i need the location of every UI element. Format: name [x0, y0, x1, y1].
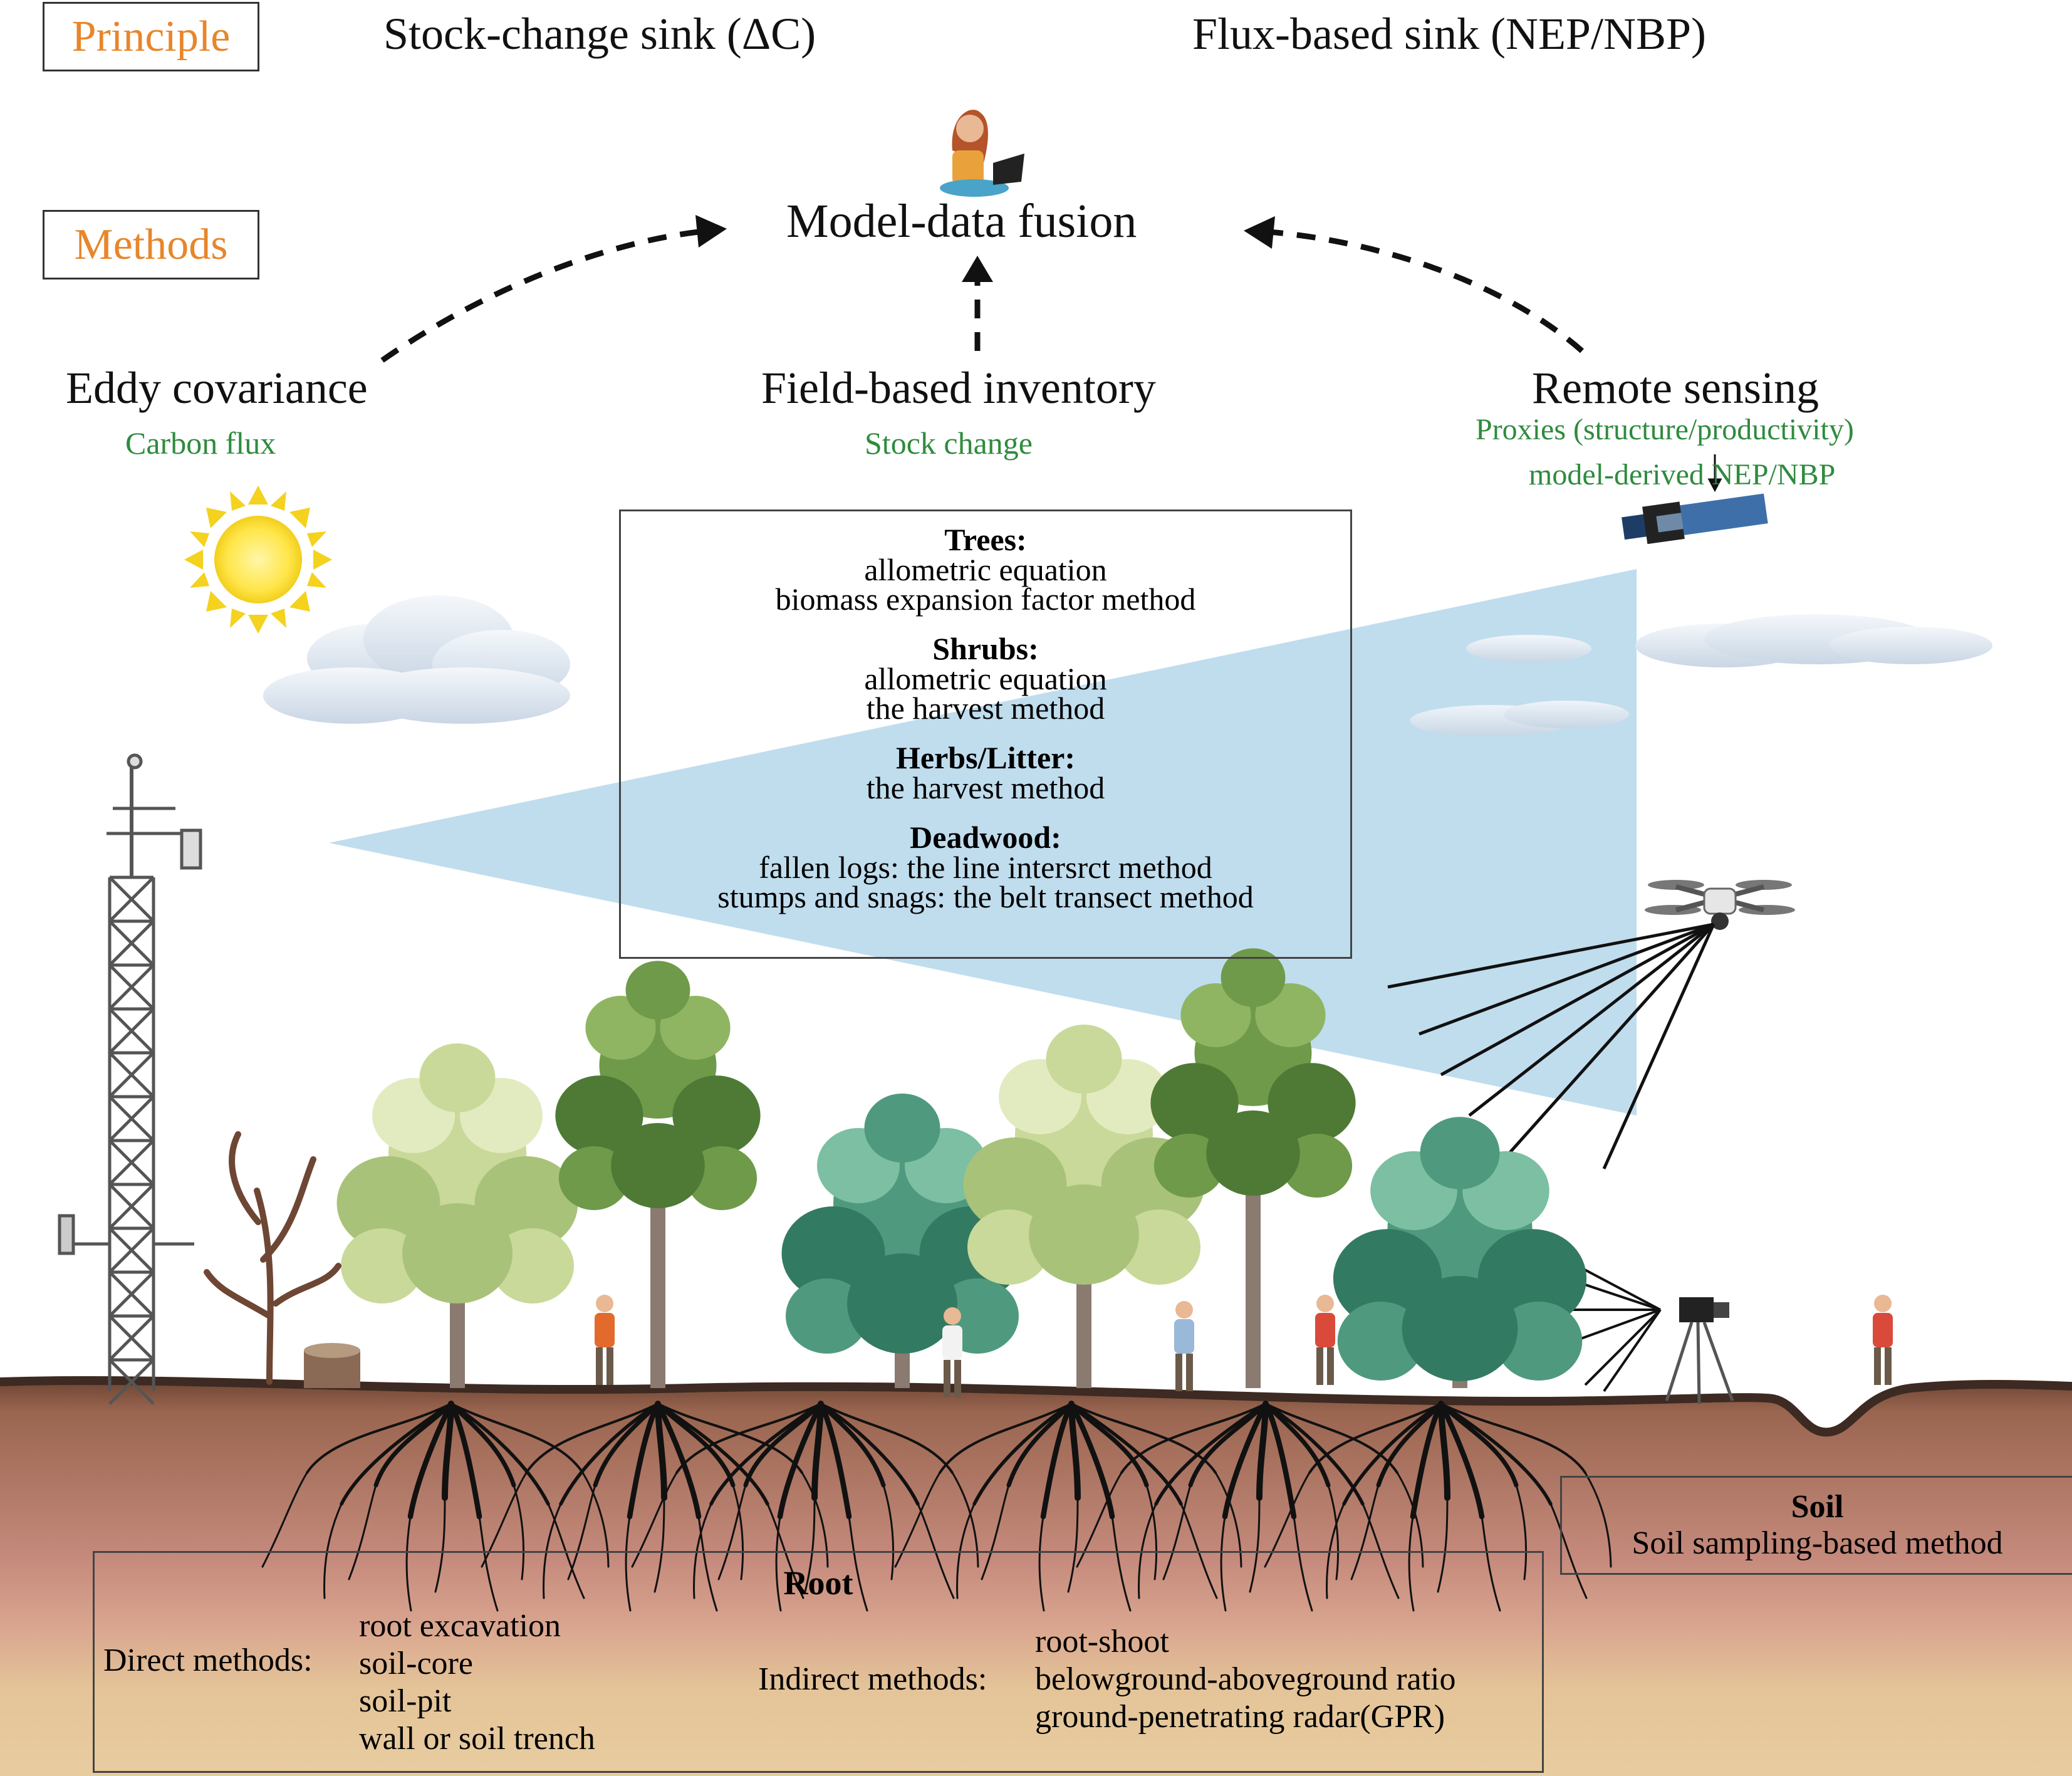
proxies-label: Proxies (structure/productivity) [1476, 413, 1854, 446]
forest-trees [336, 948, 1587, 1388]
arrow-eddy-to-fusion [380, 229, 699, 363]
principle-label: Principle [71, 12, 231, 61]
inventory-methods-box: Trees: allometric equation biomass expan… [619, 509, 1352, 959]
field-worker-icon [1873, 1295, 1893, 1385]
methods-label-box: Methods [43, 210, 259, 279]
root-heading: Root [783, 1564, 853, 1602]
tree-icon [555, 961, 761, 1388]
field-inventory-label: Field-based inventory [761, 363, 1156, 413]
sensing-beam [329, 569, 1637, 1115]
deadwood-heading: Deadwood: [910, 820, 1061, 855]
direct-method-item: soil-pit [359, 1683, 452, 1719]
tree-icon [1150, 948, 1356, 1388]
stock-change-principle: Stock-change sink (ΔC) [383, 9, 816, 59]
cloud-icon [1410, 701, 1629, 736]
herbs-method: the harvest method [866, 770, 1105, 805]
shrubs-method: the harvest method [866, 691, 1105, 726]
cloud-icon [1466, 614, 1992, 667]
field-worker-icon [942, 1307, 962, 1397]
soil-methods-box: Soil Soil sampling-based method [1560, 1476, 2072, 1575]
tree-icon [1333, 1117, 1587, 1388]
eddy-covariance-label: Eddy covariance [66, 363, 368, 413]
drone-scan-lines [1387, 922, 1715, 1170]
soil-heading: Soil [1791, 1489, 1844, 1525]
satellite-icon [1622, 493, 1768, 545]
dead-tree-icon [204, 1131, 341, 1385]
arrowhead-left [695, 215, 727, 248]
scientist-icon [940, 110, 1024, 197]
deadwood-method: fallen logs: the line intersrct method [759, 850, 1212, 885]
shrubs-heading: Shrubs: [932, 631, 1039, 666]
remote-sensing-label: Remote sensing [1532, 363, 1819, 413]
cloud-icon [263, 595, 570, 724]
model-derived-label: model-derived NEP/NBP [1529, 458, 1836, 491]
model-data-fusion-label: Model-data fusion [786, 195, 1137, 248]
tree-icon [336, 1043, 578, 1388]
trees-method: allometric equation [864, 552, 1107, 587]
root-system-icon [1264, 1401, 1612, 1612]
arrowhead-middle [962, 256, 993, 282]
principle-label-box: Principle [43, 2, 259, 71]
field-worker-icon [1174, 1301, 1194, 1391]
root-system-icon [631, 1401, 979, 1612]
field-worker-icon [595, 1295, 615, 1385]
deadwood-method: stumps and snags: the belt transect meth… [717, 879, 1254, 914]
indirect-method-item: ground-penetrating radar(GPR) [1035, 1699, 1445, 1735]
trees-heading: Trees: [944, 522, 1027, 557]
direct-method-item: soil-core [359, 1646, 473, 1681]
indirect-methods-label: Indirect methods: [758, 1661, 987, 1697]
drone-icon [1645, 880, 1795, 930]
shrubs-method: allometric equation [864, 661, 1107, 696]
soil-layer [0, 1380, 2072, 1776]
root-methods-box: Root [93, 1551, 1544, 1773]
tree-roots [261, 1401, 1612, 1612]
flux-based-principle: Flux-based sink (NEP/NBP) [1192, 9, 1707, 59]
arrow-remote-to-fusion [1268, 229, 1584, 353]
trees-method: biomass expansion factor method [775, 582, 1196, 617]
root-system-icon [894, 1401, 1242, 1612]
indirect-method-item: root-shoot [1035, 1624, 1169, 1659]
methods-label: Methods [74, 220, 228, 269]
ground-line [0, 1376, 2072, 1437]
indirect-method-item: belowground-aboveground ratio [1035, 1661, 1456, 1697]
stump-icon [304, 1343, 360, 1388]
carbon-flux-label: Carbon flux [125, 426, 276, 461]
stock-change-label: Stock change [865, 426, 1033, 461]
direct-methods-label: Direct methods: [103, 1643, 313, 1678]
sun-icon [184, 486, 332, 634]
direct-method-item: root excavation [359, 1608, 561, 1644]
herbs-heading: Herbs/Litter: [895, 740, 1075, 775]
arrowhead-right [1244, 216, 1275, 249]
field-worker-icon [1315, 1295, 1335, 1385]
soil-method: Soil sampling-based method [1632, 1525, 2003, 1561]
direct-method-item: wall or soil trench [359, 1721, 595, 1757]
flux-tower-icon [58, 753, 202, 1405]
